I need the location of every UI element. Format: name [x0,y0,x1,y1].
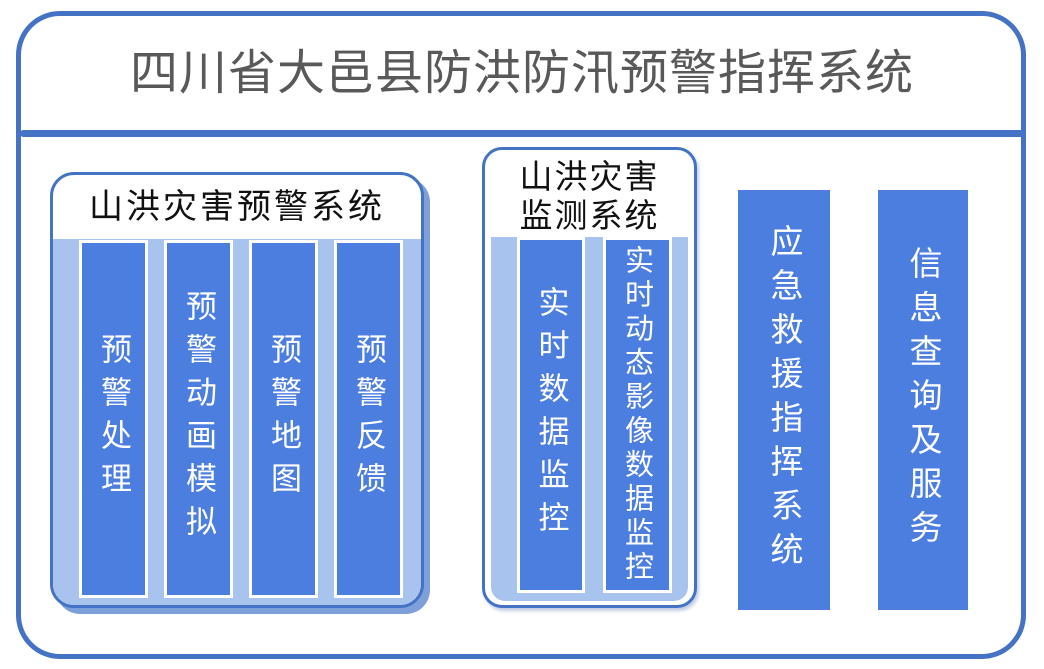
diagram-title: 四川省大邑县防洪防汛预警指挥系统 [129,45,914,101]
panel-flood-warning-system: 山洪灾害预警系统 预警处理 预警动画模拟 预警地图 预警反馈 [50,172,424,608]
bar-emergency-rescue-command-system: 应急救援指挥系统 [738,190,830,610]
title-divider-line [20,130,1024,137]
bar-info-query-and-service-label: 信息查询及服务 [904,246,943,554]
bar-warning-animation-simulation-label: 预警动画模拟 [180,290,216,548]
bar-emergency-rescue-command-system-label: 应急救援指挥系统 [765,224,804,576]
panel-flood-monitoring-header: 山洪灾害监测系统 [485,157,694,236]
bar-realtime-video-data-monitoring-label: 实时动态影像数据监控 [620,245,655,585]
bar-realtime-data-monitoring: 实时数据监控 [517,237,585,593]
bar-warning-processing: 预警处理 [79,240,148,598]
bar-realtime-video-data-monitoring: 实时动态影像数据监控 [603,237,672,593]
bar-info-query-and-service: 信息查询及服务 [878,190,968,610]
bar-warning-processing-label: 预警处理 [95,333,131,505]
panel-flood-monitoring-system: 山洪灾害监测系统 实时数据监控 实时动态影像数据监控 [482,147,697,608]
bar-warning-animation-simulation: 预警动画模拟 [164,240,233,598]
bar-warning-map-label: 预警地图 [265,333,301,505]
panel-flood-warning-header: 山洪灾害预警系统 [89,187,385,227]
bar-warning-map: 预警地图 [249,240,318,598]
bar-warning-feedback: 预警反馈 [334,240,403,598]
panel-flood-monitoring-header-text: 山洪灾害监测系统 [519,157,660,235]
bar-warning-feedback-label: 预警反馈 [350,333,386,505]
bar-realtime-data-monitoring-label: 实时数据监控 [532,286,569,544]
